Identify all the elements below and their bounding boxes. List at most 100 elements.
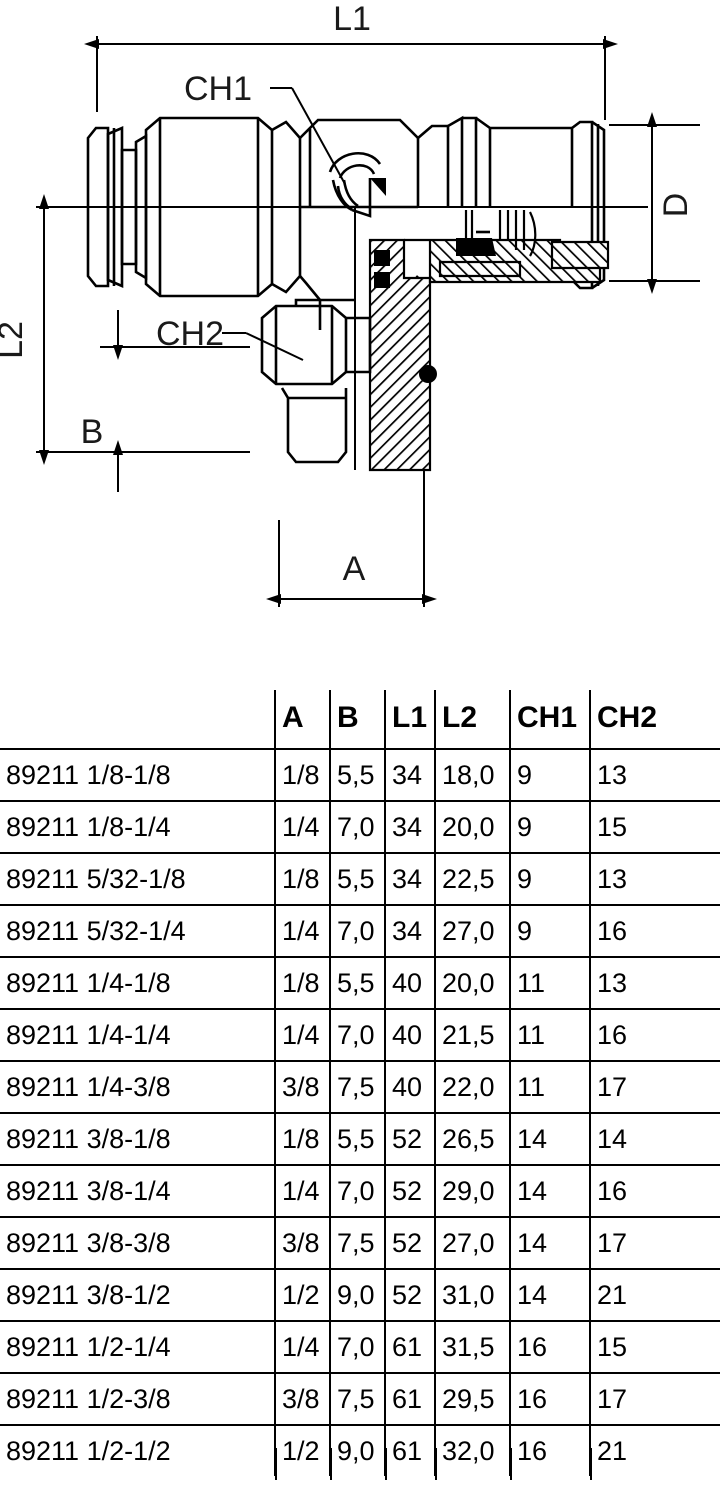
column-header-l2: L2 bbox=[434, 690, 510, 749]
cell-name: 89211 1/4-3/8 bbox=[6, 1072, 171, 1102]
dimension-l1 bbox=[84, 36, 618, 120]
cell-a: 1/2 bbox=[274, 1269, 330, 1321]
cell-name: 89211 1/4-1/8 bbox=[6, 968, 171, 998]
cell-b: 5,5 bbox=[329, 749, 385, 801]
column-header-a: A bbox=[274, 690, 330, 749]
table-row: 89211 3/8-1/8 1/8 5,5 52 26,5 14 14 bbox=[0, 1113, 720, 1165]
cell-name: 89211 5/32-1/4 bbox=[6, 916, 186, 946]
cell-l2: 20,0 bbox=[434, 957, 510, 1009]
cell-b: 7,0 bbox=[329, 801, 385, 853]
table-row: 89211 1/4-1/8 1/8 5,5 40 20,0 11 13 bbox=[0, 957, 720, 1009]
cell-l1: 61 bbox=[384, 1321, 435, 1373]
cell-ch1: 14 bbox=[509, 1113, 590, 1165]
cell-ch2: 15 bbox=[589, 1321, 720, 1373]
label-ch1: CH1 bbox=[184, 70, 252, 108]
cell-ch2: 17 bbox=[589, 1061, 720, 1113]
ch2-hex-nut bbox=[260, 298, 372, 464]
cell-ch2: 13 bbox=[589, 853, 720, 905]
cell-ch1: 16 bbox=[509, 1425, 590, 1476]
cell-b: 5,5 bbox=[329, 853, 385, 905]
cell-a: 1/8 bbox=[274, 1113, 330, 1165]
cell-name: 89211 1/2-1/2 bbox=[6, 1436, 171, 1466]
cell-l2: 27,0 bbox=[434, 1217, 510, 1269]
cell-name: 89211 1/2-1/4 bbox=[6, 1332, 171, 1362]
column-header-b: B bbox=[329, 690, 385, 749]
table-row: 89211 1/8-1/8 1/8 5,5 34 18,0 9 13 bbox=[0, 749, 720, 801]
header-row: A B L1 L2 CH1 CH2 bbox=[0, 690, 720, 749]
table-row: 89211 1/2-3/8 3/8 7,5 61 29,5 16 17 bbox=[0, 1373, 720, 1425]
dimension-b bbox=[36, 310, 250, 492]
column-header-ch2: CH2 bbox=[589, 690, 720, 749]
technical-drawing: L1 D L2 B A CH1 CH2 bbox=[0, 0, 720, 660]
cell-name: 89211 3/8-1/2 bbox=[6, 1280, 171, 1310]
cell-a: 3/8 bbox=[274, 1061, 330, 1113]
table-row: 89211 1/4-3/8 3/8 7,5 40 22,0 11 17 bbox=[0, 1061, 720, 1113]
cell-l2: 32,0 bbox=[434, 1425, 510, 1476]
cell-name: 89211 3/8-3/8 bbox=[6, 1228, 171, 1258]
cell-ch1: 11 bbox=[509, 1061, 590, 1113]
cell-a: 1/4 bbox=[274, 1009, 330, 1061]
cell-l1: 61 bbox=[384, 1425, 435, 1476]
cell-l1: 61 bbox=[384, 1373, 435, 1425]
cell-l2: 22,5 bbox=[434, 853, 510, 905]
table-row: 89211 3/8-1/4 1/4 7,0 52 29,0 14 16 bbox=[0, 1165, 720, 1217]
cell-l2: 29,0 bbox=[434, 1165, 510, 1217]
cell-ch1: 16 bbox=[509, 1321, 590, 1373]
cell-ch2: 16 bbox=[589, 905, 720, 957]
cell-ch2: 13 bbox=[589, 749, 720, 801]
table-row: 89211 1/8-1/4 1/4 7,0 34 20,0 9 15 bbox=[0, 801, 720, 853]
cell-ch1: 9 bbox=[509, 801, 590, 853]
cell-l2: 26,5 bbox=[434, 1113, 510, 1165]
cell-b: 9,0 bbox=[329, 1425, 385, 1476]
cell-name: 89211 5/32-1/8 bbox=[6, 864, 186, 894]
specification-table-wrapper: A B L1 L2 CH1 CH2 89211 1/8-1/8 1/8 5,5 … bbox=[0, 690, 720, 1480]
label-b: B bbox=[81, 413, 104, 451]
cell-ch1: 11 bbox=[509, 1009, 590, 1061]
table-row: 89211 1/2-1/2 1/2 9,0 61 32,0 16 21 bbox=[0, 1425, 720, 1476]
cell-a: 1/2 bbox=[274, 1425, 330, 1476]
table-row: 89211 5/32-1/4 1/4 7,0 34 27,0 9 16 bbox=[0, 905, 720, 957]
cell-l1: 52 bbox=[384, 1269, 435, 1321]
cell-a: 3/8 bbox=[274, 1217, 330, 1269]
cell-b: 7,5 bbox=[329, 1217, 385, 1269]
cell-l1: 34 bbox=[384, 801, 435, 853]
table-row: 89211 1/2-1/4 1/4 7,0 61 31,5 16 15 bbox=[0, 1321, 720, 1373]
cell-ch2: 17 bbox=[589, 1217, 720, 1269]
cell-name: 89211 1/2-3/8 bbox=[6, 1384, 171, 1414]
cell-ch2: 14 bbox=[589, 1113, 720, 1165]
section-hatching bbox=[368, 210, 610, 472]
cell-ch1: 16 bbox=[509, 1373, 590, 1425]
cell-l1: 40 bbox=[384, 957, 435, 1009]
tee-center-body bbox=[271, 118, 420, 330]
cell-ch1: 11 bbox=[509, 957, 590, 1009]
label-a: A bbox=[343, 550, 366, 588]
cell-l2: 27,0 bbox=[434, 905, 510, 957]
label-l1: L1 bbox=[333, 0, 371, 38]
cell-a: 1/4 bbox=[274, 801, 330, 853]
cell-l2: 18,0 bbox=[434, 749, 510, 801]
column-header-l1: L1 bbox=[384, 690, 435, 749]
cell-ch2: 16 bbox=[589, 1009, 720, 1061]
cell-l2: 22,0 bbox=[434, 1061, 510, 1113]
cell-b: 7,5 bbox=[329, 1061, 385, 1113]
column-header-ch1: CH1 bbox=[509, 690, 590, 749]
cell-a: 1/8 bbox=[274, 749, 330, 801]
cell-name: 89211 3/8-1/8 bbox=[6, 1124, 171, 1154]
table-row: 89211 3/8-1/2 1/2 9,0 52 31,0 14 21 bbox=[0, 1269, 720, 1321]
cell-l2: 31,5 bbox=[434, 1321, 510, 1373]
cell-l1: 40 bbox=[384, 1061, 435, 1113]
cell-ch1: 9 bbox=[509, 853, 590, 905]
cell-b: 7,0 bbox=[329, 1009, 385, 1061]
cell-l1: 52 bbox=[384, 1113, 435, 1165]
cell-name: 89211 1/8-1/4 bbox=[6, 812, 171, 842]
cell-l2: 31,0 bbox=[434, 1269, 510, 1321]
cell-ch2: 21 bbox=[589, 1425, 720, 1476]
cell-a: 1/4 bbox=[274, 1165, 330, 1217]
cell-l1: 40 bbox=[384, 1009, 435, 1061]
cell-ch2: 13 bbox=[589, 957, 720, 1009]
cell-b: 7,0 bbox=[329, 1165, 385, 1217]
cell-a: 1/4 bbox=[274, 905, 330, 957]
cell-b: 9,0 bbox=[329, 1269, 385, 1321]
cell-name: 89211 3/8-1/4 bbox=[6, 1176, 171, 1206]
